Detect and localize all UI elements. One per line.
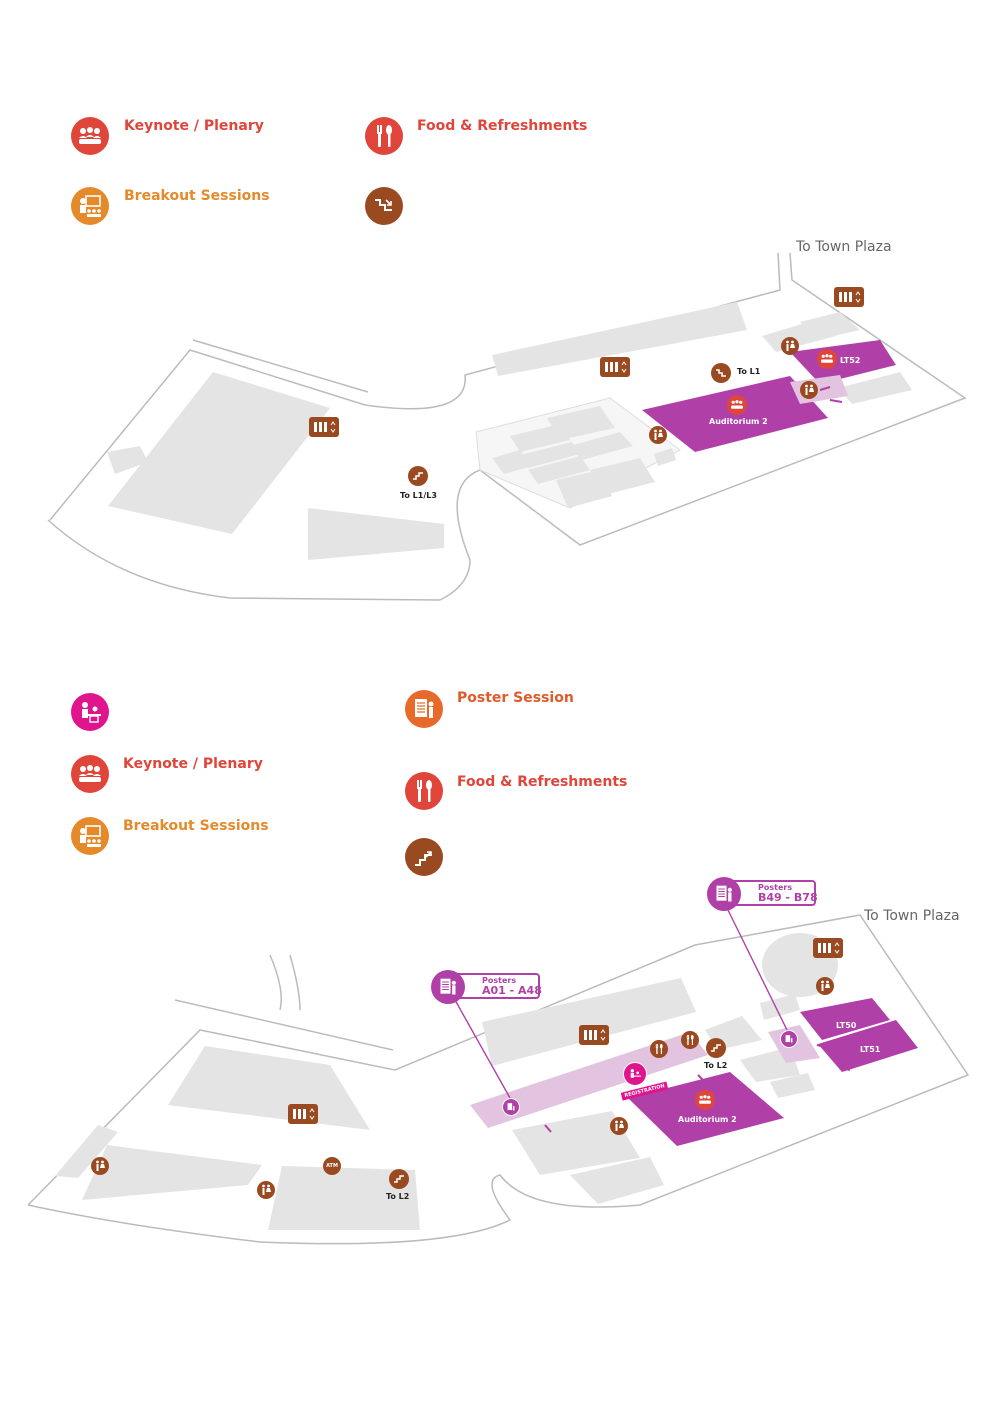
lift-icon — [834, 287, 864, 307]
lift-icon — [600, 357, 630, 377]
posters-a-title: Posters — [482, 976, 517, 985]
lift-icon — [813, 938, 843, 958]
poster-icon — [707, 877, 741, 911]
to-l1-l3-label: To L1/L3 — [400, 491, 437, 500]
stairs-icon — [365, 187, 403, 225]
map-outline-top — [47, 252, 967, 601]
food-icon — [650, 1040, 668, 1058]
toilet-icon — [781, 337, 799, 355]
keynote-label: Keynote / Plenary — [123, 756, 263, 772]
auditorium-2-label-bottom: Auditorium 2 — [678, 1115, 737, 1124]
poster-icon — [431, 970, 465, 1004]
posters-b-title: Posters — [758, 883, 793, 892]
auditorium-2-label-top: Auditorium 2 — [709, 417, 768, 426]
toilet-icon — [816, 977, 834, 995]
food-label: Food & Refreshments — [417, 118, 588, 134]
stairs-icon — [408, 466, 428, 486]
to-l1-label: To L1 — [737, 367, 761, 376]
toilet-icon — [610, 1117, 628, 1135]
lift-icon — [288, 1104, 318, 1124]
toilet-icon — [257, 1181, 275, 1199]
to-town-plaza-bottom: To Town Plaza — [864, 908, 960, 924]
stairs-icon — [706, 1038, 726, 1058]
keynote-icon — [71, 755, 109, 793]
stairs-icon — [405, 838, 443, 876]
lt50-room — [800, 998, 890, 1040]
poster-session-label: Poster Session — [457, 690, 574, 706]
stairs-icon — [711, 363, 731, 383]
to-l2-right-label: To L2 — [704, 1061, 728, 1070]
registration-icon — [71, 693, 109, 731]
poster-icon — [405, 690, 443, 728]
keynote-icon — [695, 1090, 715, 1110]
lt50-label: LT50 — [836, 1021, 857, 1030]
food-icon — [681, 1031, 699, 1049]
lift-icon — [309, 417, 339, 437]
lt51-label: LT51 — [860, 1045, 881, 1054]
toilet-icon — [649, 426, 667, 444]
posters-b-range: B49 - B78 — [758, 891, 818, 904]
to-l2-left-label: To L2 — [386, 1192, 410, 1201]
breakout-label: Breakout Sessions — [124, 188, 270, 204]
keynote-label: Keynote / Plenary — [124, 118, 264, 134]
stairs-icon — [389, 1169, 409, 1189]
poster-icon — [780, 1030, 798, 1048]
food-icon — [365, 117, 403, 155]
registration-icon — [623, 1062, 647, 1086]
posters-a-range: A01 - A48 — [482, 984, 542, 997]
toilet-icon — [800, 381, 818, 399]
keynote-icon — [71, 117, 109, 155]
atm-label: ATM — [326, 1163, 338, 1169]
breakout-label: Breakout Sessions — [123, 818, 269, 834]
atm-icon: ATM — [323, 1157, 341, 1175]
poster-zone-a — [470, 1032, 708, 1128]
poster-icon — [502, 1098, 520, 1116]
to-town-plaza-top: To Town Plaza — [796, 239, 892, 255]
lt52-room — [790, 340, 896, 384]
lt52-label: LT52 — [840, 356, 861, 365]
toilet-icon — [91, 1157, 109, 1175]
breakout-icon — [71, 817, 109, 855]
food-label: Food & Refreshments — [457, 774, 628, 790]
lt51-room — [818, 1020, 918, 1072]
keynote-icon — [727, 395, 747, 415]
keynote-icon — [817, 349, 837, 369]
breakout-icon — [71, 187, 109, 225]
map-outline-bottom — [27, 914, 970, 1245]
lift-icon — [579, 1025, 609, 1045]
food-icon — [405, 772, 443, 810]
